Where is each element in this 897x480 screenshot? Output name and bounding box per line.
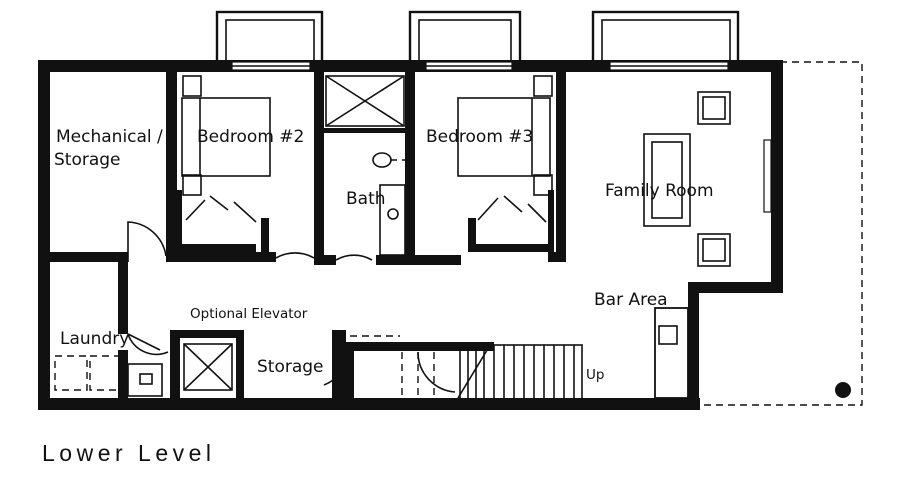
bedroom-furniture	[181, 75, 553, 196]
label-mechanical-line1: Mechanical /	[56, 127, 163, 147]
interior-walls	[50, 70, 689, 400]
patio-outline	[700, 61, 863, 406]
label-elevator: Optional Elevator	[190, 306, 308, 322]
elevator-shaft	[183, 343, 233, 391]
plan-caption: Lower Level	[42, 440, 216, 466]
post-marker	[835, 382, 851, 398]
label-family-room: Family Room	[605, 181, 714, 201]
exterior-walls	[38, 60, 783, 410]
label-bar-area: Bar Area	[594, 290, 668, 310]
top-windows	[231, 61, 772, 213]
label-stairs-up: Up	[586, 367, 604, 383]
label-bedroom2: Bedroom #2	[197, 127, 304, 147]
bath-fixtures	[325, 75, 406, 256]
label-storage: Storage	[257, 357, 324, 377]
family-furniture	[643, 91, 731, 267]
label-bedroom3: Bedroom #3	[426, 127, 533, 147]
room-labels: Mechanical / Storage Bedroom #2 Bedroom …	[54, 127, 714, 383]
label-bath: Bath	[346, 189, 386, 209]
staircase	[350, 335, 583, 400]
label-laundry: Laundry	[60, 329, 129, 349]
window-bays	[215, 10, 740, 70]
label-mechanical-line2: Storage	[54, 150, 121, 170]
laundry-machines	[54, 355, 163, 397]
